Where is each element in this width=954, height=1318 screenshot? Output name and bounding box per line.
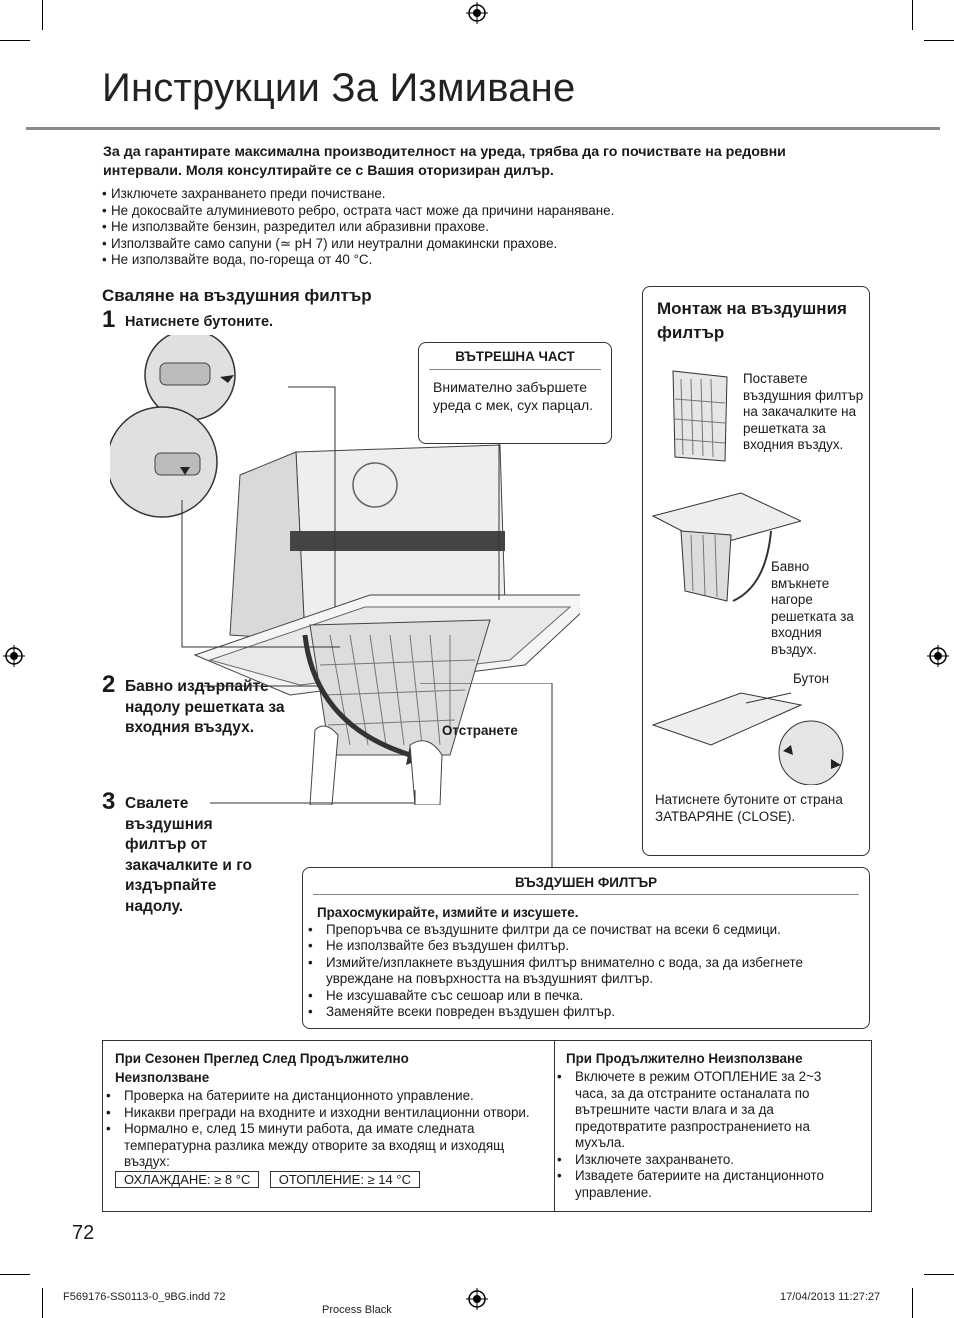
list-item: Нормално е, след 15 минути работа, да им… — [115, 1121, 545, 1171]
close-button-illustration — [651, 685, 861, 785]
registration-mark-icon — [927, 645, 949, 667]
list-item: Проверка на батериите на дистанционното … — [115, 1088, 545, 1105]
mounting-heading: Монтаж на въздушния филтър — [657, 297, 867, 345]
filter-hook-illustration — [665, 369, 735, 469]
list-item: Не използвайте без въздушен филтър. — [317, 938, 855, 955]
air-filter-box: ВЪЗДУШЕН ФИЛТЪР Прахосмукирайте, измийте… — [302, 867, 870, 1029]
footer-file: F569176-SS0113-0_9BG.indd 72 — [63, 1291, 225, 1303]
list-item: Извадете батериите на дистанционното упр… — [566, 1168, 836, 1201]
heating-temp-badge: ОТОПЛЕНИЕ: ≥ 14 °C — [270, 1171, 420, 1188]
list-item: Включете в режим ОТОПЛЕНИЕ за 2~3 часа, … — [566, 1069, 836, 1152]
air-filter-list: Препоръчва се въздушните филтри да се по… — [317, 922, 855, 1021]
registration-mark-icon — [466, 2, 488, 24]
page-number: 72 — [72, 1222, 94, 1245]
registration-mark-icon — [466, 1288, 488, 1310]
leader-lines — [210, 790, 420, 810]
long-unused-list: Включете в режим ОТОПЛЕНИЕ за 2~3 часа, … — [566, 1069, 836, 1201]
list-item: Препоръчва се въздушните филтри да се по… — [317, 922, 855, 939]
step-number: 1 — [102, 306, 115, 334]
list-item: Използвайте само сапуни (≃ pH 7) или неу… — [102, 236, 802, 253]
crop-mark — [924, 40, 954, 41]
footer-process: Process Black — [322, 1304, 392, 1316]
title-rule — [26, 127, 940, 130]
crop-mark — [0, 1274, 30, 1275]
crop-mark — [912, 0, 913, 30]
crop-mark — [42, 1288, 43, 1318]
maintenance-table: При Сезонен Преглед След Продължително Н… — [102, 1040, 872, 1212]
intro-text: За да гарантирате максимална производите… — [103, 143, 863, 181]
leader-lines — [420, 683, 555, 868]
list-item: Не докосвайте алуминиевото ребро, острат… — [102, 203, 802, 220]
crop-mark — [924, 1274, 954, 1275]
mounting-step-a: Поставете въздушния филтър на закачалкит… — [743, 371, 867, 454]
cooling-temp-badge: ОХЛАЖДАНЕ: ≥ 8 °C — [115, 1171, 259, 1188]
list-item: Изключете захранването преди почистване. — [102, 186, 802, 203]
list-item: Не използвайте вода, по-гореща от 40 °C. — [102, 252, 802, 269]
seasonal-cell: При Сезонен Преглед След Продължително Н… — [115, 1049, 545, 1189]
list-item: Изключете захранването. — [566, 1152, 836, 1169]
crop-mark — [42, 0, 43, 30]
long-unused-heading: При Продължително Неизползване — [566, 1049, 862, 1068]
footer-date: 17/04/2013 11:27:27 — [780, 1291, 880, 1303]
list-item: Заменяйте всеки повреден въздушен филтър… — [317, 1004, 855, 1021]
seasonal-heading: При Сезонен Преглед След Продължително Н… — [115, 1049, 495, 1087]
step-text: Свалете въздушния филтър от закачалките … — [125, 794, 275, 917]
registration-mark-icon — [3, 645, 25, 667]
list-item: Никакви прегради на входните и изходни в… — [115, 1105, 545, 1122]
mounting-step-b: Бавно вмъкнете нагоре решетката за входн… — [771, 559, 861, 658]
long-unused-cell: При Продължително Неизползване Включете … — [566, 1049, 862, 1201]
list-item: Не изсушавайте със сешоар или в печка. — [317, 988, 855, 1005]
list-item: Не използвайте бензин, разредител или аб… — [102, 219, 802, 236]
step-text: Натиснете бутоните. — [125, 312, 273, 333]
air-filter-subheading: Прахосмукирайте, измийте и изсушете. — [317, 905, 869, 922]
crop-mark — [912, 1288, 913, 1318]
approx-equal-icon: ≃ — [280, 236, 291, 251]
safety-bullets: Изключете захранването преди почистване.… — [102, 186, 802, 269]
inner-part-box: ВЪТРЕШНА ЧАСТ Внимателно забършете уреда… — [418, 342, 612, 444]
seasonal-list: Проверка на батериите на дистанционното … — [115, 1088, 545, 1171]
inner-part-text: Внимателно забършете уреда с мек, сух па… — [433, 378, 599, 414]
air-filter-heading: ВЪЗДУШЕН ФИЛТЪР — [303, 875, 869, 890]
removal-heading: Сваляне на въздушния филтър — [102, 286, 372, 306]
ph-suffix: pH 7) или неутрални домакински прахове. — [291, 236, 557, 251]
mounting-step-c: Натиснете бутоните от страна ЗАТВАРЯНЕ (… — [655, 792, 865, 825]
ph-prefix: Използвайте само сапуни ( — [111, 236, 280, 251]
leader-lines — [200, 683, 320, 689]
list-item: Измийте/изплакнете въздушния филтър вним… — [317, 955, 855, 988]
mounting-box: Монтаж на въздушния филтър Поставете въз… — [642, 286, 870, 856]
inner-part-heading: ВЪТРЕШНА ЧАСТ — [419, 349, 611, 364]
page-title: Инструкции За Измиване — [102, 66, 575, 111]
crop-mark — [0, 40, 30, 41]
